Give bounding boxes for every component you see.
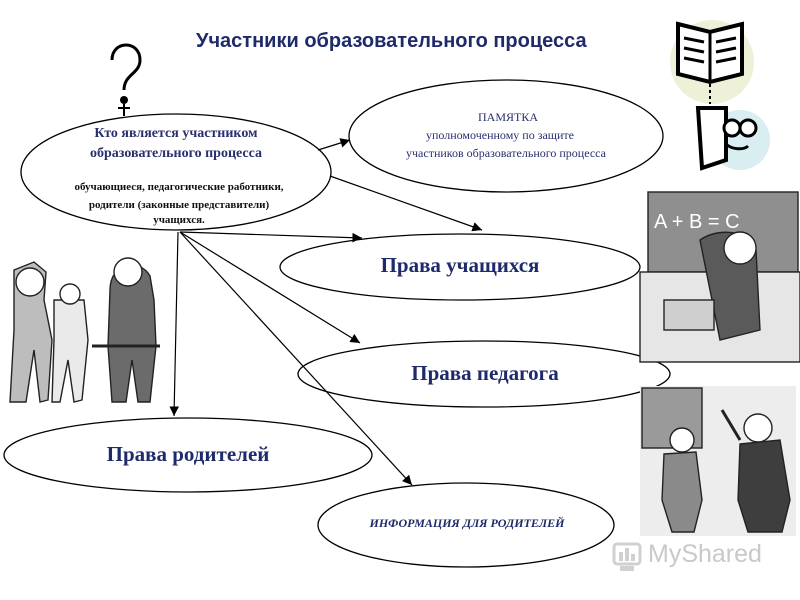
teachers-talking-illustration (640, 386, 796, 536)
open-book-icon (670, 20, 754, 104)
parents-ellipse (3, 417, 373, 493)
arrow-to-students-top (329, 175, 483, 232)
memo-line-1: ПАМЯТКА (477, 110, 538, 124)
watermark-text: MyShared (648, 540, 762, 568)
question-line-1: Кто является участником (94, 126, 258, 141)
arrow-to-memo (317, 138, 351, 151)
classroom-board-illustration: A + B = C (639, 191, 800, 363)
reader-face-icon (695, 106, 770, 171)
teacher-rights-label: Права педагога (411, 361, 559, 385)
teacher-ellipse (297, 340, 671, 408)
page-title: Участники образовательного процесса (196, 30, 587, 52)
arguing-people-illustration (9, 257, 160, 403)
answer-line-3: учащихся. (153, 214, 205, 226)
question-mark-icon (110, 43, 142, 116)
students-ellipse (279, 233, 641, 301)
arrow-to-teacher (179, 231, 361, 344)
watermark: MyShared (612, 538, 792, 574)
answer-line-1: обучающиеся, педагогические работники, (74, 181, 284, 193)
watermark-logo-icon (612, 542, 642, 571)
memo-line-2: уполномоченному по защите (425, 128, 575, 142)
arrow-to-parents (169, 231, 180, 417)
memo-ellipse (348, 79, 664, 193)
svg-text:A + B = C: A + B = C (654, 211, 740, 233)
memo-line-3: участников образовательного процесса (406, 146, 606, 160)
arrow-to-students (179, 231, 363, 243)
question-line-2: образовательного процесса (89, 146, 262, 161)
info-ellipse (317, 482, 615, 568)
arrow-to-info (179, 231, 413, 486)
answer-line-2: родители (законные представители) (88, 199, 270, 211)
students-rights-label: Права учащихся (380, 253, 540, 277)
parents-rights-label: Права родителей (106, 442, 270, 466)
info-for-parents-label: ИНФОРМАЦИЯ ДЛЯ РОДИТЕЛЕЙ (369, 516, 565, 530)
question-ellipse (20, 113, 332, 231)
